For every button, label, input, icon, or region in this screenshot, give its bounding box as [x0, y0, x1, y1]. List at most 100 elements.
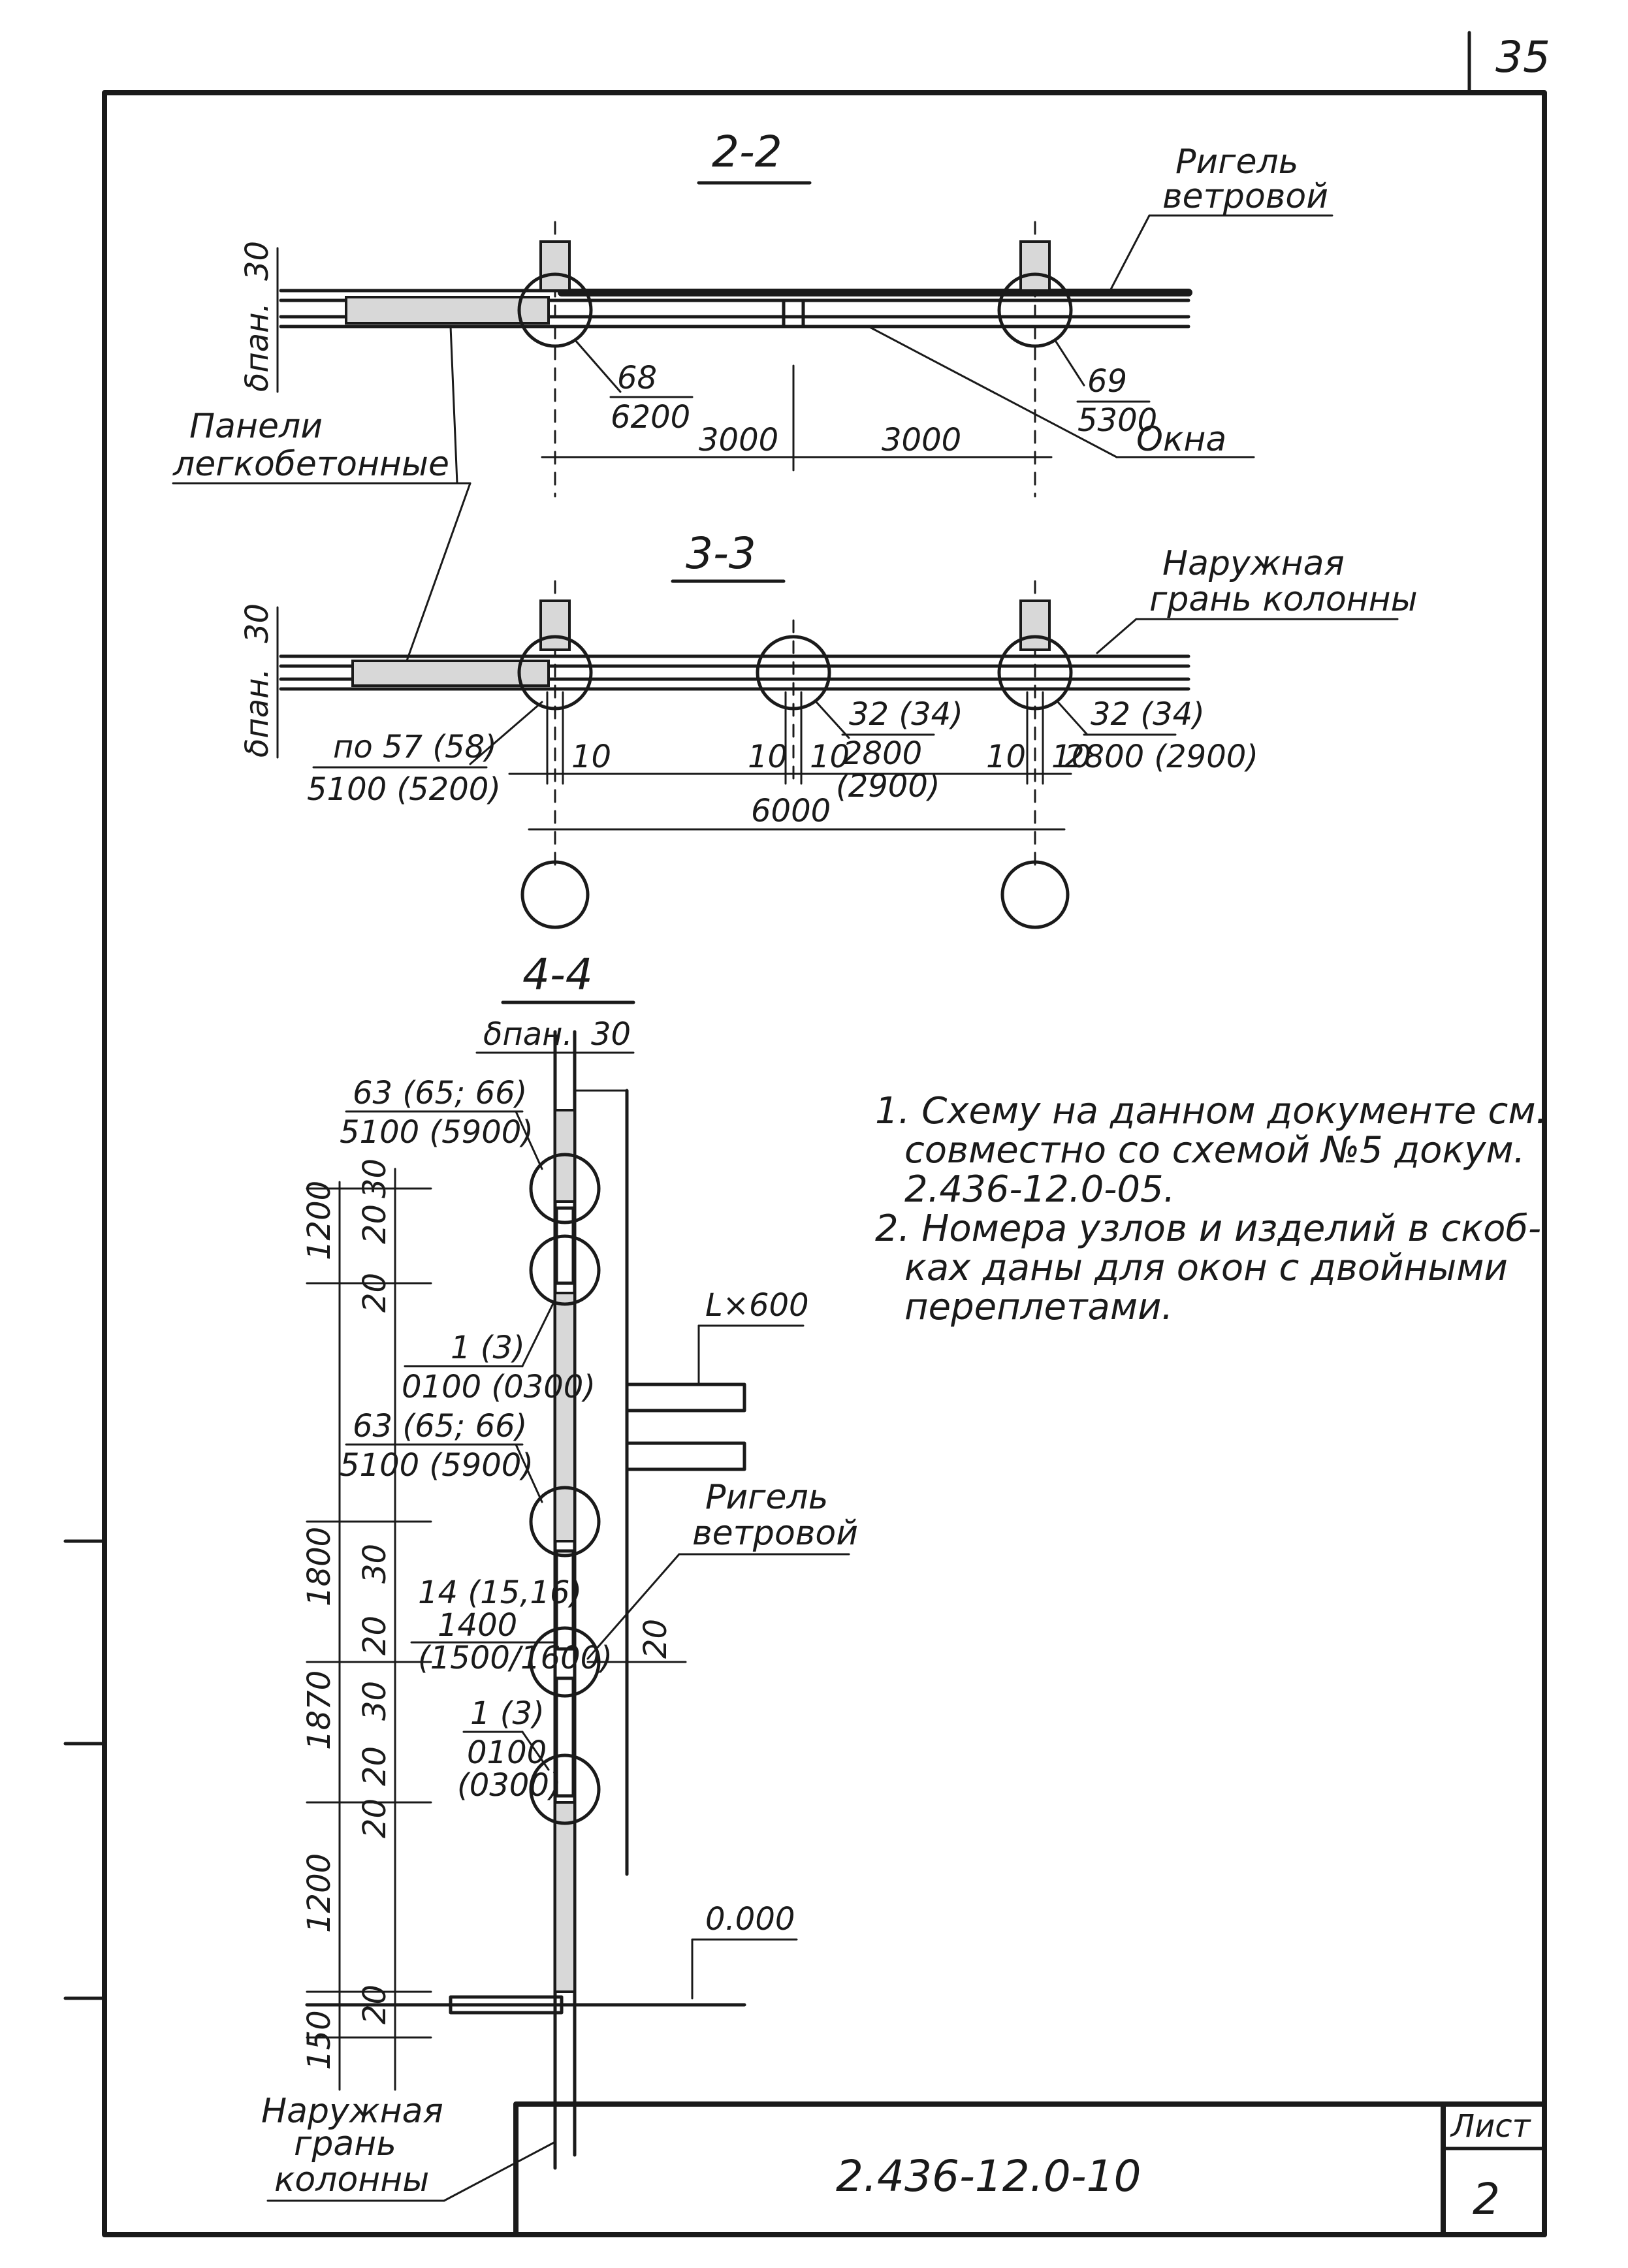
dim-small: 20: [357, 1273, 393, 1313]
node-57: по 57 (58): [333, 729, 497, 765]
notes: 1. Схему на данном документе см. совмест…: [875, 1090, 1547, 1328]
note-line: 2.436-12.0-05.: [904, 1168, 1175, 1211]
dim-30: 30: [239, 603, 276, 643]
dim-small: 20: [357, 1204, 393, 1244]
window-frame: [554, 1206, 575, 1285]
note-line: 2. Номера узлов и изделий в скоб-: [875, 1207, 1541, 1250]
column-section: [1019, 240, 1051, 292]
node-0300: (0300): [457, 1767, 562, 1804]
lightweight-panel: [345, 296, 550, 325]
dim-3000: 3000: [882, 422, 961, 458]
node-68: 68: [617, 360, 657, 396]
mullion-section: [782, 298, 805, 328]
note-line: переплетами.: [904, 1286, 1173, 1328]
column-section: [1019, 599, 1051, 651]
note-line: 1. Схему на данном документе см.: [875, 1090, 1547, 1132]
leader: [443, 2141, 556, 2202]
node-5100: 5100 (5200): [307, 771, 501, 808]
stamp-box: [513, 2101, 1547, 2237]
node-2800: 2800: [842, 735, 922, 772]
leader: [515, 1110, 543, 1170]
dim-small: 30: [357, 1544, 393, 1584]
dim-panel-thickness: δпан.: [239, 302, 276, 392]
dim-panel-thickness: δпан.: [239, 668, 276, 758]
label-panels: Панели легкобетонные: [172, 325, 471, 667]
label-panels-line2: легкобетонные: [172, 445, 449, 484]
label-rigel-line1: Ригель: [1175, 142, 1298, 182]
dim-30: 30: [239, 241, 276, 281]
dim-10: 10: [1051, 739, 1091, 775]
dim-small: 30: [357, 1158, 393, 1198]
node-1400: 1400: [438, 1607, 517, 1644]
section-4-4: 4-4 δпан. 30 L×600 Ригель ветровой: [261, 950, 858, 2202]
note-line: совместно со схемой №5 докум.: [904, 1129, 1525, 1172]
dim-small: 20: [357, 1746, 393, 1786]
node-32-right: 32 (34): [1091, 696, 1205, 733]
node-circle: [517, 272, 593, 348]
node-69: 69: [1087, 363, 1127, 400]
dim-6000: 6000: [751, 793, 831, 829]
node-6200: 6200: [611, 399, 690, 436]
leader: [469, 701, 543, 765]
node-circle: [997, 272, 1073, 348]
leader: [1096, 618, 1138, 654]
section-2-2: 2-2 30 δпан. Ригель ветровой 68 6200 69: [239, 127, 1333, 498]
leader: [1053, 338, 1085, 387]
section-title: 2-2: [712, 127, 782, 177]
node-2800-right: 2800 (2900): [1064, 739, 1258, 775]
label-face-line2: грань: [294, 2124, 396, 2164]
label-30: 30: [591, 1016, 631, 1053]
footing: [449, 1995, 564, 2015]
document-code: 2.436-12.0-10: [836, 2151, 1141, 2201]
node-circle: [756, 635, 831, 711]
node-14: 14 (15,16): [418, 1574, 582, 1611]
dim-20: 20: [637, 1619, 674, 1659]
label-panels-line1: Панели: [189, 407, 323, 446]
sheet-label: Лист: [1450, 2108, 1532, 2145]
wall-panel: [554, 1292, 576, 1542]
label-zero-level: 0.000: [705, 1901, 795, 1938]
node-circle: [529, 1153, 601, 1224]
dim-1800: 1800: [301, 1527, 338, 1606]
node-63: 63 (65; 66): [353, 1075, 527, 1111]
note-line: ках даны для окон с двойными: [904, 1247, 1508, 1289]
crossbeam: [625, 1441, 746, 1471]
axis-marker: [1000, 860, 1070, 929]
dim-small: 30: [357, 1681, 393, 1721]
node-circle: [529, 1486, 601, 1557]
node-63-b: 63 (65; 66): [353, 1408, 527, 1445]
label-rigel-line1: Ригель: [705, 1478, 828, 1517]
leader: [1109, 214, 1151, 292]
leader: [1057, 701, 1089, 736]
lightweight-panel: [351, 660, 550, 687]
section-title: 3-3: [686, 528, 756, 579]
dim-small: 20: [357, 1985, 393, 2024]
node-32: 32 (34): [849, 696, 963, 733]
node-circle: [517, 635, 593, 711]
leader: [521, 1298, 556, 1367]
dim-150: 150: [301, 2010, 338, 2070]
node-circle: [997, 635, 1073, 711]
dim-1200: 1200: [301, 1181, 338, 1260]
dim-10: 10: [748, 739, 788, 775]
label-rigel-line2: ветровой: [1162, 177, 1328, 216]
crossbeam: [625, 1382, 746, 1413]
label-face-line1: Наружная: [261, 2092, 443, 2131]
column-section: [539, 240, 571, 292]
dim-1200: 1200: [301, 1853, 338, 1933]
leader: [867, 325, 1118, 458]
leader: [449, 325, 458, 485]
label-windows: Окна: [1136, 420, 1226, 459]
node-1500: (1500/1600): [418, 1640, 613, 1676]
label-face-line1: Наружная: [1162, 544, 1345, 583]
node-5100-b: 5100 (5900): [340, 1447, 534, 1484]
section-3-3: 3-3 Наружная грань колонны 30 δпан.: [239, 528, 1418, 929]
leader: [573, 338, 622, 393]
label-rigel-line2: ветровой: [692, 1514, 858, 1553]
dim-1870: 1870: [301, 1670, 338, 1750]
leader: [404, 482, 471, 667]
leader: [521, 1731, 550, 1771]
axis-marker: [520, 860, 590, 929]
window-frame: [554, 1549, 575, 1651]
label-face-line3: колонны: [274, 2160, 429, 2199]
